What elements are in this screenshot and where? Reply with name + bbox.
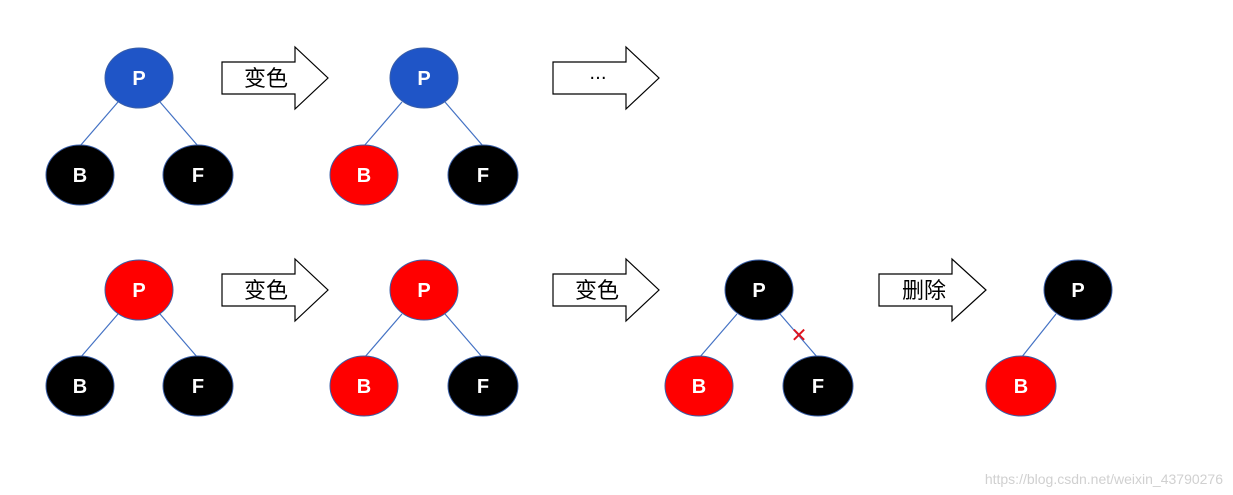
arrow-shape	[552, 45, 660, 111]
node-b-label: B	[73, 376, 87, 398]
arrow-label: 变色	[244, 279, 288, 304]
edge-left	[1020, 313, 1057, 359]
edge-right	[159, 101, 199, 147]
node-b-label: B	[692, 376, 706, 398]
node-b-label: B	[1014, 376, 1028, 398]
row1-arrow2: ···	[552, 45, 660, 111]
node-p	[389, 259, 459, 321]
edge-left	[79, 101, 119, 147]
arrow-label: 删除	[902, 279, 946, 304]
node-f-label: F	[477, 376, 489, 398]
edge-right	[444, 313, 484, 359]
row2-arrow3: 删除	[878, 257, 987, 323]
arrow-shape	[221, 45, 329, 111]
edge-right	[444, 101, 484, 147]
row2-tree2: P B F	[329, 259, 519, 417]
row1-tree2: P B F	[329, 47, 519, 206]
row2-tree3: P B F ✕	[664, 259, 854, 417]
node-p-label: P	[132, 280, 145, 302]
node-p-label: P	[417, 68, 430, 90]
node-f	[162, 355, 234, 417]
node-b	[664, 355, 734, 417]
node-b	[45, 355, 115, 417]
node-p	[104, 47, 174, 109]
row2-tree1: P B F	[45, 259, 234, 417]
edge-right	[779, 313, 819, 359]
edge-right	[159, 313, 199, 359]
node-f-label: F	[477, 165, 489, 187]
arrow-label: 变色	[575, 279, 619, 304]
node-b-label: B	[73, 165, 87, 187]
edge-left	[698, 313, 738, 359]
row1-tree1: P B F	[45, 47, 234, 206]
node-p	[104, 259, 174, 321]
row1-arrow1: 变色	[221, 45, 329, 111]
edge-left	[363, 101, 403, 147]
edge-left	[79, 313, 119, 359]
row2-tree4: P B	[985, 259, 1113, 417]
arrow-shape	[221, 257, 329, 323]
node-f	[447, 355, 519, 417]
node-f	[162, 144, 234, 206]
row2-arrow1: 变色	[221, 257, 329, 323]
node-b	[329, 355, 399, 417]
node-p-label: P	[1071, 280, 1084, 302]
node-p-label: P	[752, 280, 765, 302]
arrow-label: 变色	[244, 67, 288, 92]
node-p-label: P	[132, 68, 145, 90]
node-f-label: F	[192, 376, 204, 398]
delete-mark-icon: ✕	[791, 323, 808, 347]
node-p	[1043, 259, 1113, 321]
edge-left	[363, 313, 403, 359]
node-p-label: P	[417, 280, 430, 302]
node-f	[447, 144, 519, 206]
node-b	[45, 144, 115, 206]
node-b	[985, 355, 1057, 417]
arrow-shape	[878, 257, 987, 323]
node-f-label: F	[192, 165, 204, 187]
node-p	[724, 259, 794, 321]
arrow-label: ···	[589, 68, 606, 89]
row2-arrow2: 变色	[552, 257, 660, 323]
node-b	[329, 144, 399, 206]
node-b-label: B	[357, 376, 371, 398]
arrow-shape	[552, 257, 660, 323]
node-f	[782, 355, 854, 417]
node-f-label: F	[812, 376, 824, 398]
watermark: https://blog.csdn.net/weixin_43790276	[984, 471, 1223, 487]
node-b-label: B	[357, 165, 371, 187]
node-p	[389, 47, 459, 109]
